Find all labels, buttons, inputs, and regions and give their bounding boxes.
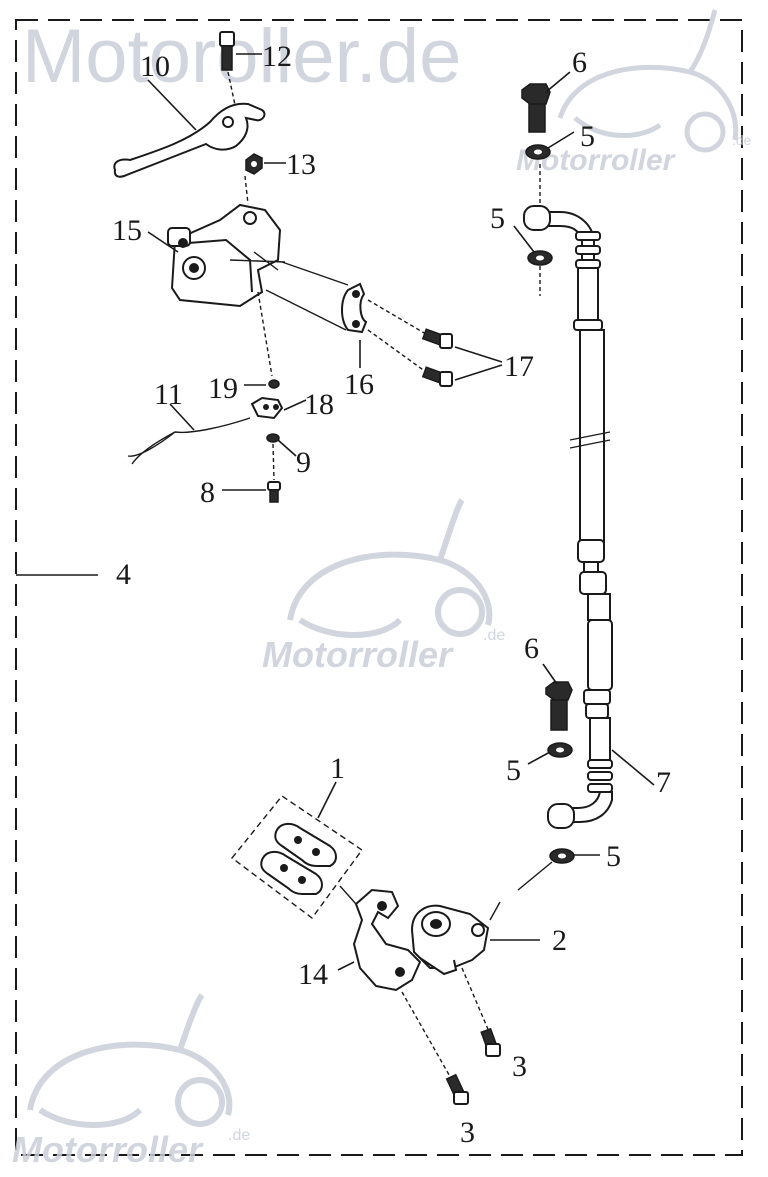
part-2-caliper-body (410, 901, 540, 976)
callout-8: 8 (200, 476, 215, 509)
part-12-bolt (219, 31, 262, 71)
part-10-lever (113, 71, 266, 178)
part-13-nut (245, 153, 286, 175)
callout-6a: 6 (572, 46, 587, 79)
watermark-logo-center (287, 498, 493, 638)
callout-10: 10 (140, 50, 170, 83)
watermarks: Motoroller.de Motorroller .de Motorrolle… (12, 9, 752, 1170)
callout-14: 14 (298, 958, 328, 991)
part-5-washer-top-b (513, 164, 553, 296)
assembly-frame (15, 19, 743, 1156)
watermark-logo-top-right-suffix: .de (732, 132, 752, 148)
watermark-logo-bottom-left-text: Motorroller (12, 1129, 204, 1170)
part-17-bolts (367, 299, 503, 387)
callout-5c: 5 (506, 754, 521, 787)
callout-16: 16 (344, 368, 374, 401)
callout-9: 9 (296, 446, 311, 479)
callout-5a: 5 (580, 120, 595, 153)
callout-labels: 1 2 3 3 4 5 5 5 5 6 6 7 8 9 10 11 12 13 … (112, 40, 671, 1149)
callout-19: 19 (208, 372, 238, 405)
part-16-clamp (265, 261, 368, 368)
callout-1: 1 (330, 752, 345, 785)
part-1-brake-pads (230, 781, 363, 919)
part-5-washer-top-a (525, 131, 575, 160)
callout-17: 17 (504, 350, 534, 383)
callout-18: 18 (304, 388, 334, 421)
watermark-top-text: Motoroller.de (22, 14, 461, 99)
part-15-master-cylinder (147, 175, 286, 308)
callout-5b: 5 (490, 202, 505, 235)
watermark-logo-bottom-left-suffix: .de (228, 1127, 250, 1144)
callout-12: 12 (262, 40, 292, 73)
callout-11: 11 (154, 378, 183, 411)
part-14-caliper-bracket (337, 885, 422, 992)
part-7-brake-hose (526, 211, 655, 823)
callout-7: 7 (656, 766, 671, 799)
part-5-washer-bottom-b (517, 803, 600, 891)
callout-15: 15 (112, 214, 142, 247)
watermark-logo-center-suffix: .de (483, 627, 505, 644)
watermark-logo-bottom-left (27, 993, 233, 1128)
watermark-logo-top-right (557, 9, 739, 153)
part-6-banjo-bolt-top (521, 71, 571, 133)
callout-2: 2 (552, 924, 567, 957)
callout-4: 4 (116, 558, 131, 591)
part-6-banjo-bolt-bottom (542, 663, 573, 731)
callout-3b: 3 (460, 1116, 475, 1149)
callout-3a: 3 (512, 1050, 527, 1083)
callout-5d: 5 (606, 840, 621, 873)
part-5-washer-bottom-a (527, 742, 573, 765)
callout-6b: 6 (524, 632, 539, 665)
watermark-logo-center-text: Motorroller (262, 634, 454, 675)
callout-13: 13 (286, 148, 316, 181)
part-3-bolts (401, 967, 501, 1105)
part-switch-assembly (127, 291, 307, 503)
